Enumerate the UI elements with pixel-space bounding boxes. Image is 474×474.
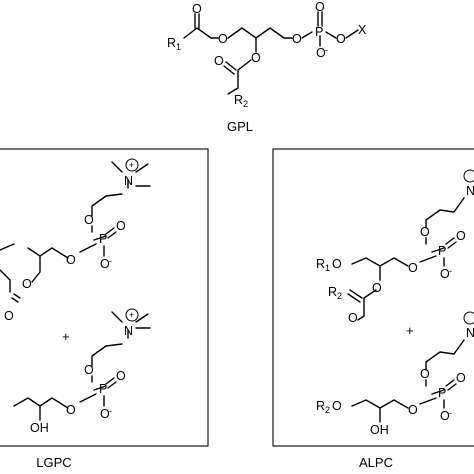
alpc-minus-1: -: [449, 266, 452, 276]
lgpc-n-1: N: [124, 174, 133, 188]
lgpc-plus: +: [62, 329, 70, 344]
lgpc-oh: OH: [30, 421, 49, 435]
alpc-panel: N O P O O - O R 1 O O R 2 O: [272, 148, 474, 470]
gpl-sn2-carbonyl-2: [223, 65, 235, 75]
lgpc-p-2: P: [99, 382, 107, 396]
alpc-r2-b-sub: 2: [325, 405, 330, 415]
alpc-o-ether-2: O: [332, 399, 342, 413]
gpl-o-x: O: [336, 32, 346, 46]
alpc-o-1d: O: [372, 281, 382, 295]
gpl-structure: R 1 O O O O P O - O X O O R 2 GPL: [167, 0, 367, 134]
gpl-o-sn2: O: [251, 51, 261, 65]
lgpc-charge-2: +: [129, 310, 134, 320]
gpl-minus: -: [325, 45, 328, 55]
alpc-molecule-1: N O P O O - O R 1 O O R 2 O: [316, 169, 474, 325]
lgpc-molecule-1: N + O P O O - O O O: [0, 158, 151, 323]
gpl-o-minus: O: [316, 46, 326, 60]
alpc-r2-a-sub: 2: [337, 291, 342, 301]
gpl-caption: GPL: [227, 119, 253, 134]
lgpc-ominus-1: O: [100, 257, 110, 271]
alpc-o-1e: O: [348, 311, 358, 325]
alpc-o-1b: O: [456, 229, 466, 243]
lgpc-box: [0, 148, 209, 447]
lgpc-o-2c: O: [66, 403, 76, 417]
alpc-r2-a: R: [328, 285, 337, 299]
gpl-o-x-bond: [345, 29, 359, 39]
lgpc-charge-1: +: [129, 160, 134, 170]
alpc-ominus-2: O: [440, 409, 450, 423]
alpc-ominus-1: O: [440, 267, 450, 281]
lgpc-o-1b: O: [116, 219, 126, 233]
lgpc-molecule-2: N + O P O O - O OH: [13, 308, 151, 435]
alpc-r1-sub: 1: [325, 263, 330, 273]
lgpc-o-1e: O: [4, 309, 14, 323]
gpl-r2-sub: 2: [243, 99, 248, 109]
alpc-o-2b: O: [456, 371, 466, 385]
lgpc-panel: N + O P O O - O O O +: [0, 148, 209, 470]
alpc-box: [272, 148, 474, 447]
gpl-r2: R: [234, 93, 243, 107]
gpl-o-phos: O: [292, 32, 302, 46]
lgpc-minus-2: -: [109, 406, 112, 416]
alpc-caption: ALPC: [359, 455, 393, 470]
gpl-sn2-carbonyl: [225, 61, 237, 71]
alpc-minus-2: -: [449, 408, 452, 418]
alpc-n-1: N: [466, 184, 474, 198]
alpc-p-2: P: [438, 386, 446, 400]
lgpc-minus-1: -: [109, 256, 112, 266]
alpc-r2-b: R: [316, 399, 325, 413]
alpc-plus: +: [406, 323, 414, 338]
alpc-p-1: P: [438, 244, 446, 258]
lgpc-n-2: N: [124, 324, 133, 338]
lgpc-p-1: P: [99, 232, 107, 246]
lgpc-o-1c: O: [66, 253, 76, 267]
alpc-molecule-2: N O P O O - O R 2 O OH: [316, 311, 474, 437]
gpl-backbone-bonds: [183, 27, 219, 39]
alpc-n-2: N: [466, 326, 474, 340]
alpc-o-ether-1: O: [332, 257, 342, 271]
gpl-p-o-bond: [325, 31, 337, 39]
lgpc-caption: LGPC: [36, 455, 71, 470]
alpc-charge-circle-2: [463, 311, 474, 325]
alpc-o-1a: O: [420, 225, 430, 239]
alpc-o-1c: O: [408, 261, 418, 275]
lgpc-o-1a: O: [84, 213, 94, 227]
lgpc-ominus-2: O: [100, 407, 110, 421]
lgpc-o-2a: O: [84, 363, 94, 377]
gpl-x: X: [358, 23, 367, 37]
lgpc-charge-circle-2: [125, 308, 139, 322]
alpc-r1: R: [316, 257, 325, 271]
alpc-o-2a: O: [420, 367, 430, 381]
gpl-o-double: O: [315, 0, 325, 14]
gpl-o-ester: O: [218, 32, 228, 46]
gpl-glycerol-bonds: [227, 27, 293, 39]
gpl-o-sn2-carbonyl: O: [214, 54, 224, 68]
alpc-charge-circle-1: [463, 169, 474, 183]
alpc-o-2c: O: [408, 403, 418, 417]
gpl-sn2-ester-bonds: [227, 59, 252, 95]
gpl-o-carbonyl: O: [192, 2, 202, 16]
lgpc-o-1d: O: [22, 277, 32, 291]
lgpc-o-2b: O: [116, 369, 126, 383]
gpl-p: P: [315, 25, 323, 39]
gpl-r1: R: [167, 36, 176, 50]
alpc-oh: OH: [370, 423, 389, 437]
gpl-r1-sub: 1: [176, 42, 181, 52]
lgpc-charge-circle-1: [125, 158, 139, 172]
gpl-o-p-bond: [301, 31, 313, 39]
